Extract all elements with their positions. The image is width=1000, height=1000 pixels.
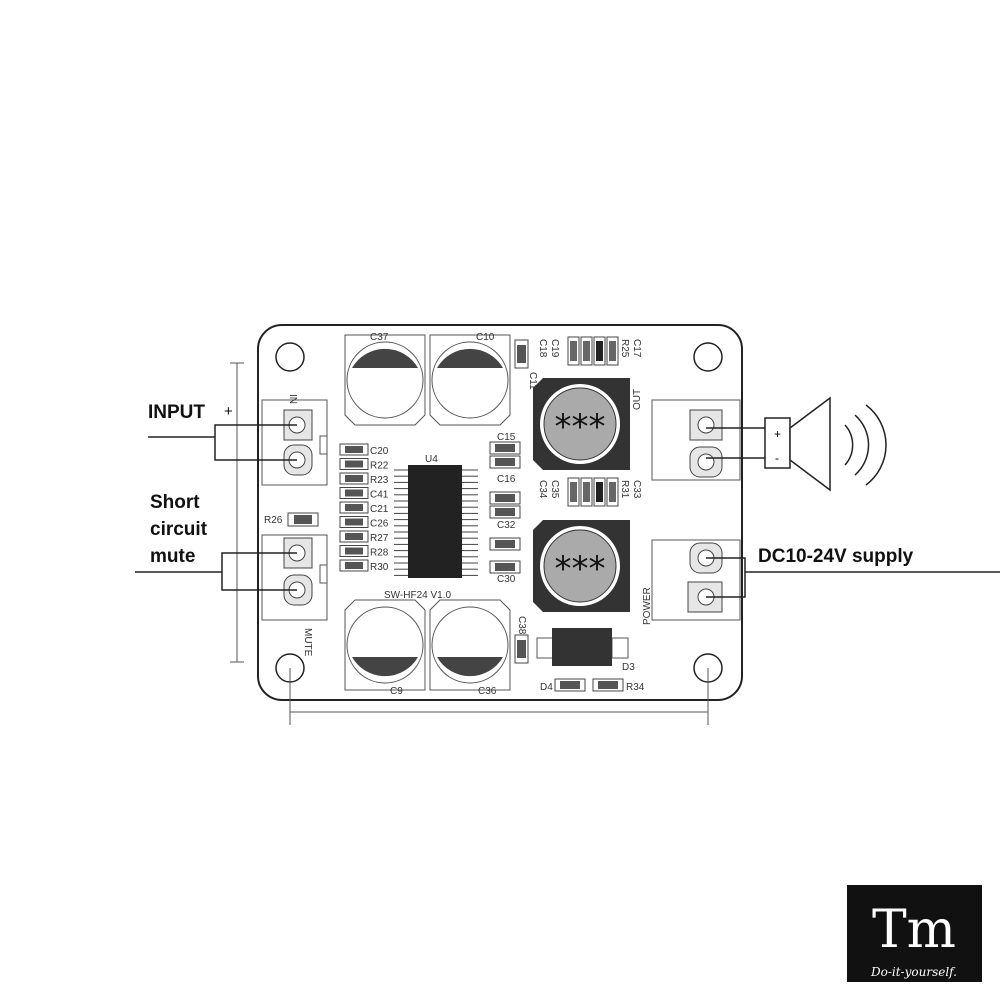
speaker-minus: - — [775, 451, 779, 465]
board-name-label: SW-HF24 V1.0 — [384, 590, 451, 601]
part-label: C17 — [631, 339, 642, 358]
u4-label: U4 — [425, 454, 438, 465]
d4-label: D4 — [540, 682, 553, 693]
input-plus-label: + — [224, 403, 233, 420]
mute-label-line3: mute — [150, 546, 195, 567]
speaker-plus: + — [774, 427, 781, 441]
c32-label: C32 — [497, 520, 516, 531]
r34-label: R34 — [626, 682, 645, 693]
c11-label: C11 — [527, 372, 538, 390]
left-part-label: R28 — [370, 548, 389, 559]
left-part-label: C21 — [370, 504, 389, 515]
left-part-label: R30 — [370, 562, 389, 573]
power-connector — [651, 539, 1000, 621]
in-silk-label: IN — [287, 394, 298, 404]
power-silk-label: POWER — [642, 587, 653, 625]
dimension-lines — [230, 362, 709, 725]
part-label: R31 — [619, 480, 630, 499]
capacitors — [344, 334, 511, 691]
d3-label: D3 — [622, 662, 635, 673]
part-label: C19 — [549, 339, 560, 358]
left-part-label: R27 — [370, 533, 389, 544]
mute-label-line2: circuit — [150, 519, 208, 540]
c30-label: C30 — [497, 574, 516, 585]
out-silk-label: OUT — [632, 389, 643, 410]
inductor-bottom: *** — [533, 520, 630, 612]
c15-label: C15 — [497, 432, 516, 443]
c10-label: C10 — [476, 332, 495, 343]
r26-label: R26 — [264, 515, 283, 526]
left-part-label: R23 — [370, 475, 389, 486]
part-label: C34 — [537, 480, 548, 499]
input-label: INPUT — [148, 402, 205, 423]
mute-connector — [261, 534, 328, 621]
mute-wires — [135, 552, 297, 591]
logo-mark: Tm — [872, 900, 956, 960]
c37-label: C37 — [370, 332, 389, 343]
c36-label: C36 — [478, 686, 497, 697]
part-label: C18 — [537, 339, 548, 358]
left-part-label: C26 — [370, 519, 389, 530]
inductor-mark: *** — [555, 407, 606, 447]
logo-tagline: Do-it-yourself. — [870, 965, 957, 979]
mute-silk-label: MUTE — [302, 628, 313, 657]
part-label: C35 — [549, 480, 560, 499]
inductor-mark: *** — [555, 549, 606, 589]
left-part-label: C41 — [370, 490, 389, 501]
left-part-label: C20 — [370, 446, 389, 457]
c9-label: C9 — [390, 686, 403, 697]
d3-diode — [536, 628, 629, 666]
speaker-icon — [706, 396, 887, 492]
tm-logo: Tm Do-it-yourself. — [847, 885, 982, 982]
inductor-top: *** — [533, 378, 630, 470]
mounting-holes — [275, 342, 723, 683]
c38-label: C38 — [516, 616, 527, 635]
input-wires — [148, 424, 297, 461]
part-label: R25 — [619, 339, 630, 358]
supply-label: DC10-24V supply — [758, 546, 914, 567]
mute-label-line1: Short — [150, 492, 200, 513]
right-parts-column — [489, 441, 521, 574]
left-part-label: R22 — [370, 461, 389, 472]
part-label: C33 — [631, 480, 642, 499]
c16-label: C16 — [497, 474, 516, 485]
u4-chip — [394, 465, 478, 578]
r26-resistor — [287, 512, 319, 527]
